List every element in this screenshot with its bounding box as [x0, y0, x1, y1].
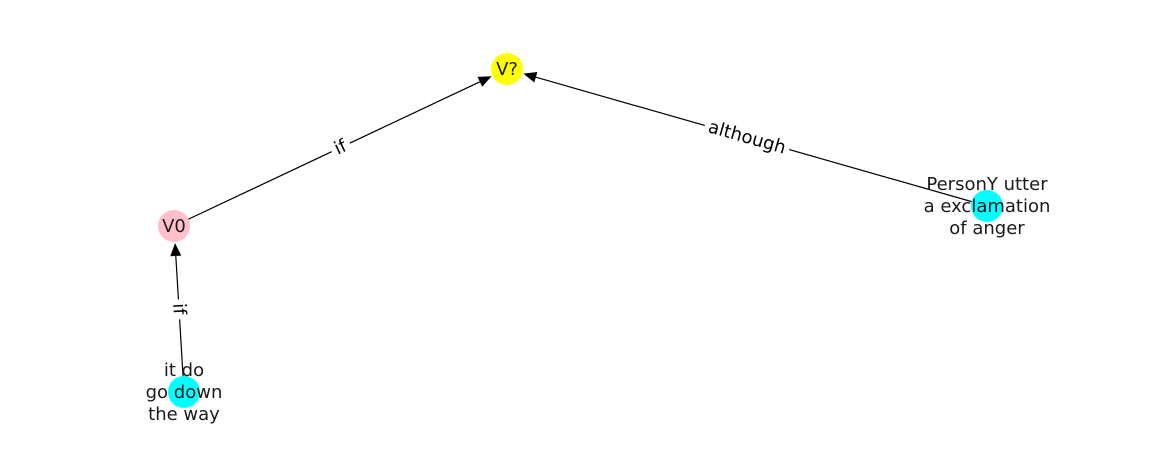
node-it_do — [168, 376, 200, 408]
edge-label-background — [701, 114, 793, 161]
edge-label-background — [166, 298, 192, 321]
node-person_y — [971, 190, 1003, 222]
edges-layer — [170, 71, 988, 393]
node-label-v_q: V? — [496, 59, 518, 80]
edge-label: although — [706, 116, 788, 158]
edge-label-group: if — [166, 298, 192, 321]
nodes-layer — [158, 53, 1003, 408]
node-v0 — [158, 210, 190, 242]
edge-label: if — [168, 303, 190, 316]
edge-label-group: if — [326, 132, 355, 163]
arrowhead-icon — [477, 76, 492, 87]
edge-label-group: although — [701, 114, 793, 161]
node-label-v0: V0 — [162, 216, 186, 237]
edge-labels-layer: if although if — [166, 114, 793, 321]
edge-v0-to-v_q — [173, 81, 481, 227]
arrowhead-icon — [523, 71, 538, 83]
arrowhead-icon — [170, 242, 182, 257]
edge-it_do-to-v0 — [175, 255, 185, 393]
edge-label-background — [326, 132, 355, 163]
node-v_q — [491, 53, 523, 85]
